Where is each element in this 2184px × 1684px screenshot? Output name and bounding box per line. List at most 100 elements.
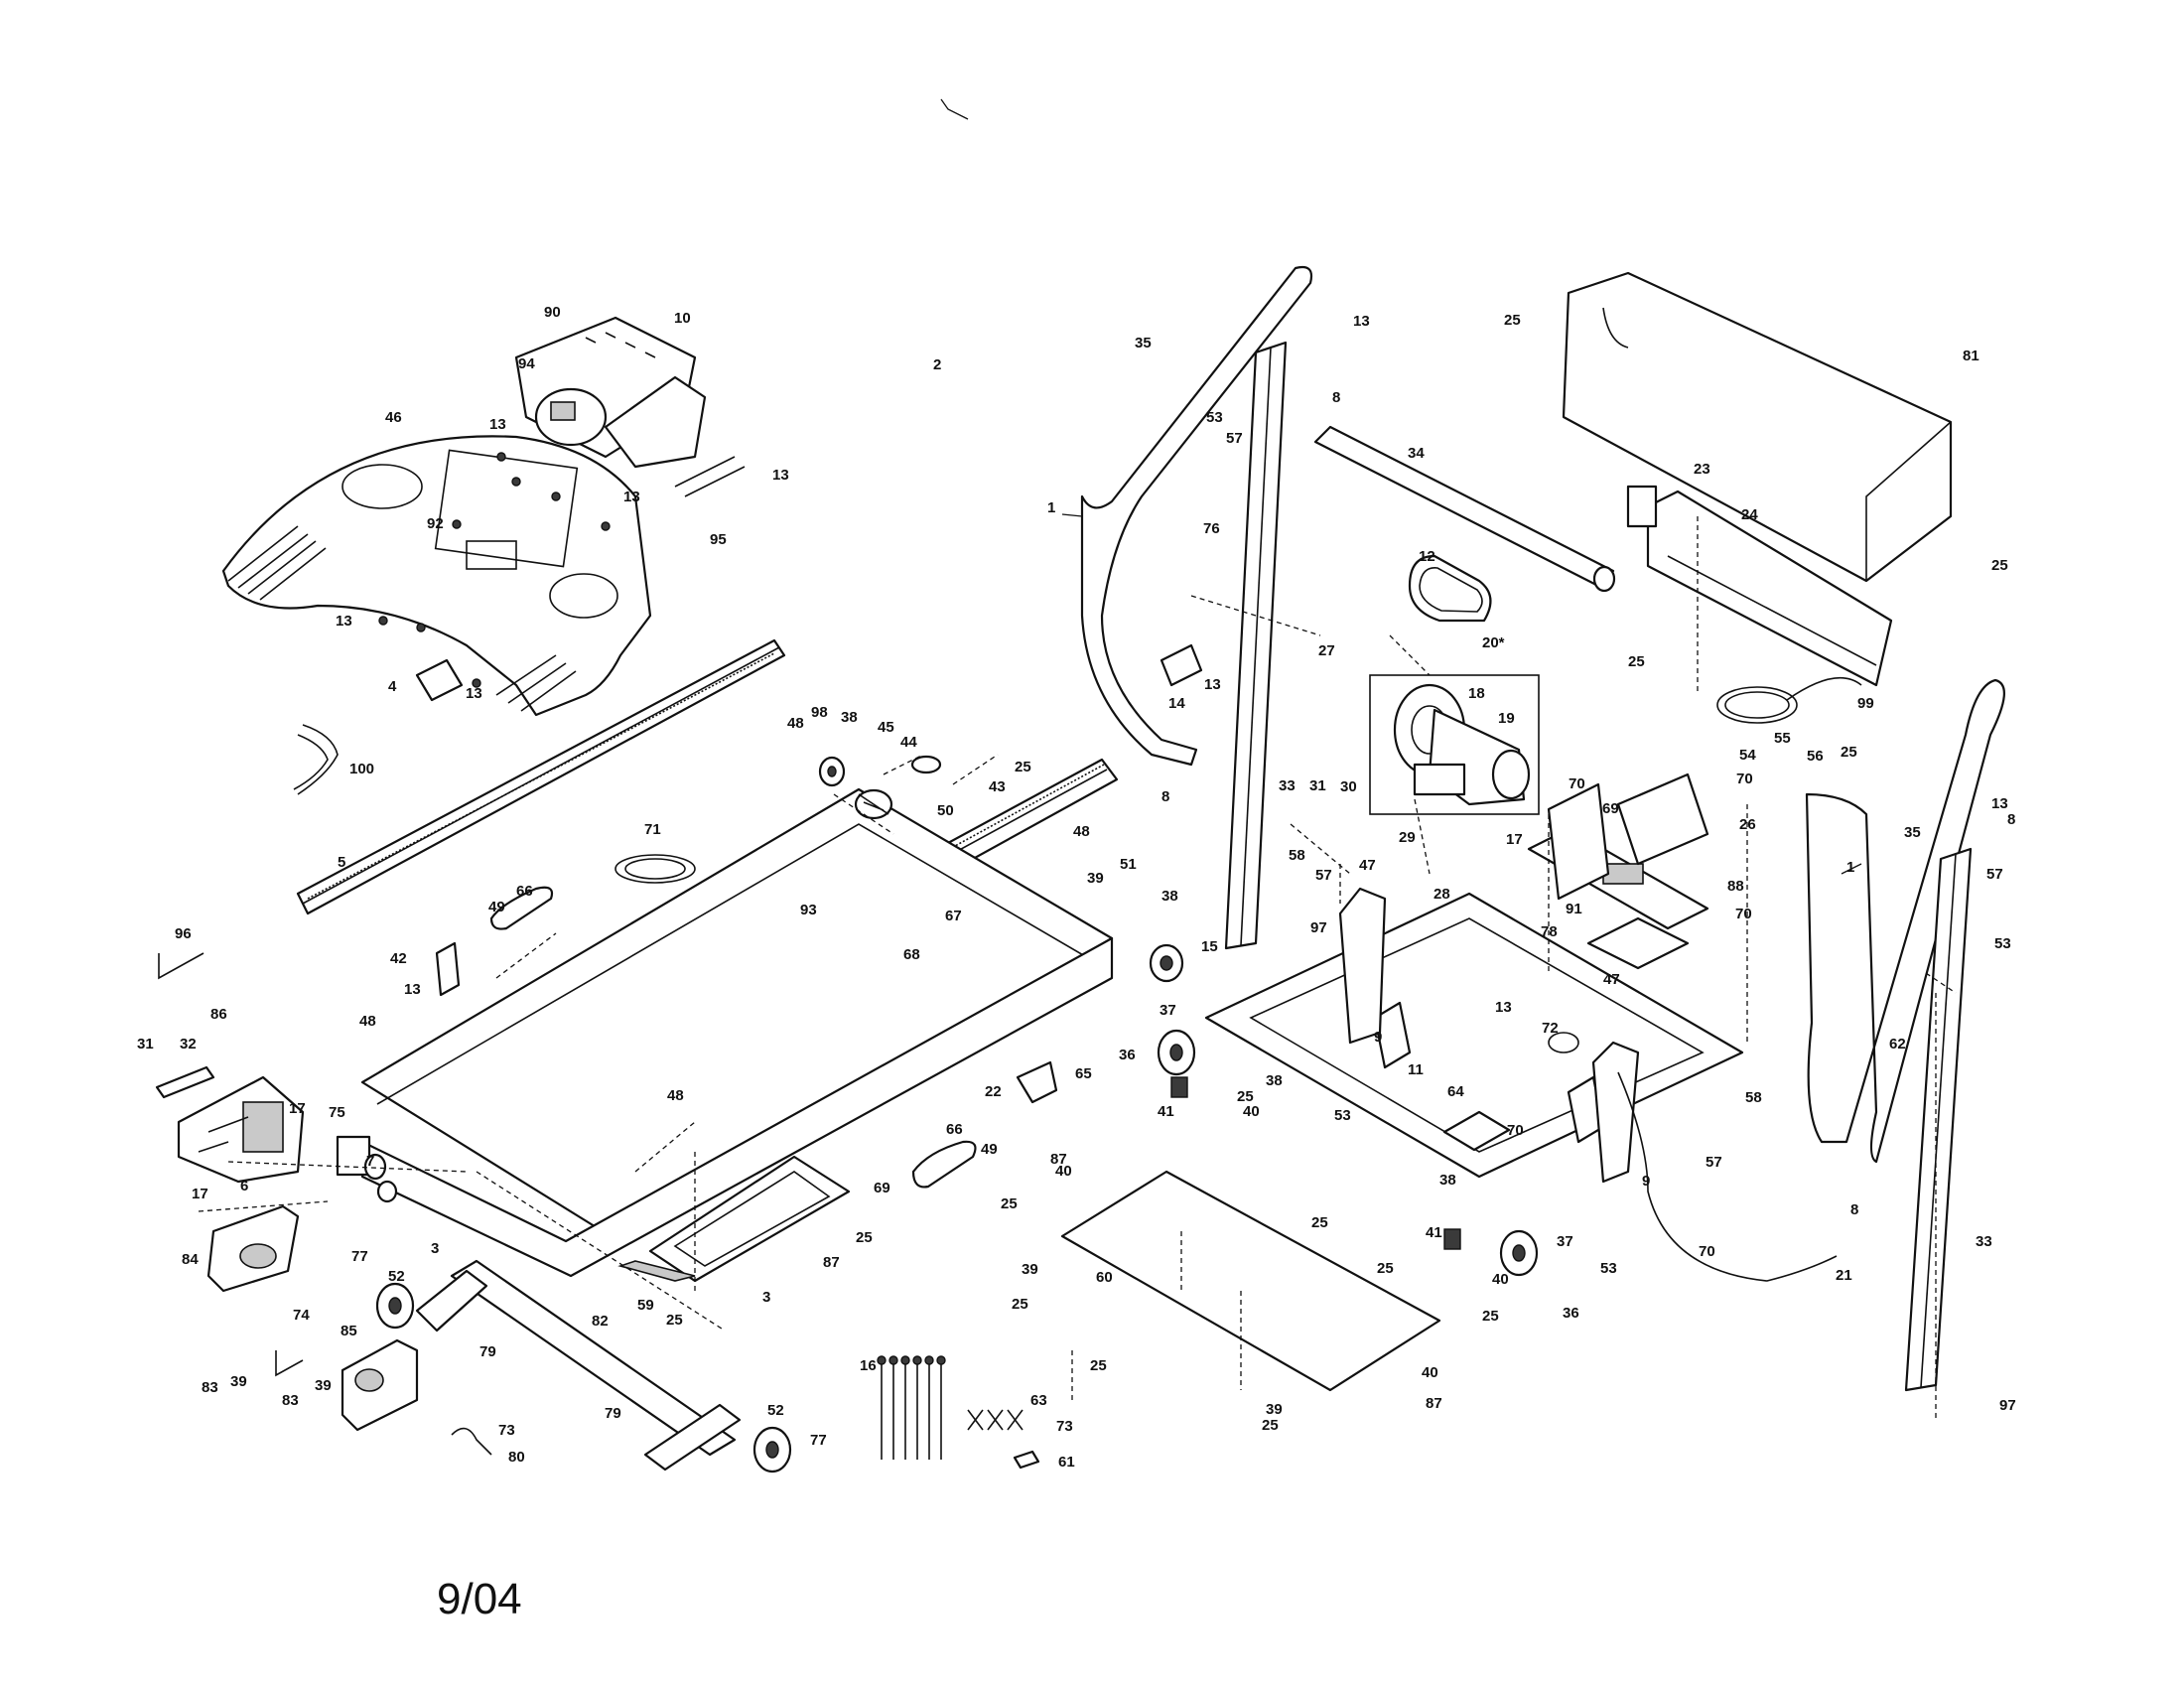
callout-c87b: 87: [823, 1254, 840, 1271]
callout-c80: 80: [508, 1449, 525, 1466]
callout-c57a: 57: [1226, 430, 1243, 447]
callout-c39e: 39: [1266, 1401, 1283, 1418]
callout-c73a: 73: [498, 1422, 515, 1439]
callout-c95: 95: [710, 531, 727, 548]
callout-c24: 24: [1741, 506, 1758, 523]
callout-c31b: 31: [137, 1036, 154, 1052]
callout-c37b: 37: [1557, 1233, 1573, 1250]
callout-c8a: 8: [1161, 788, 1169, 805]
console-cover-10: [604, 375, 707, 469]
callout-c3b: 3: [762, 1289, 770, 1306]
callout-c35a: 35: [1135, 335, 1152, 351]
callout-c87a: 87: [1050, 1151, 1067, 1168]
callout-c91: 91: [1566, 901, 1582, 917]
callout-c93: 93: [800, 902, 817, 918]
callout-c9b: 9: [1642, 1173, 1650, 1190]
callout-c13a: 13: [489, 416, 506, 433]
walking-belt-67: [360, 823, 1114, 1278]
incline-motor-6: [177, 1075, 305, 1184]
callout-c3a: 3: [431, 1240, 439, 1257]
callout-c47b: 47: [1603, 971, 1620, 988]
callout-c18: 18: [1468, 685, 1485, 702]
callout-c70e: 70: [1699, 1243, 1715, 1260]
wheel-37-right: [1499, 1229, 1539, 1277]
frame-82: [415, 1259, 742, 1472]
callout-c39d: 39: [1022, 1261, 1038, 1278]
callout-c13d: 13: [336, 613, 352, 630]
callout-c61: 61: [1058, 1454, 1075, 1471]
callout-c8b: 8: [1332, 389, 1340, 406]
rear-endcap-84: [206, 1204, 300, 1293]
callout-c16: 16: [860, 1357, 877, 1374]
handrail-1-left: [1080, 265, 1313, 767]
callout-c40c: 40: [1492, 1271, 1509, 1288]
callout-c57c: 57: [1986, 866, 2003, 883]
callout-c85: 85: [341, 1323, 357, 1339]
rear-endcap-85: [341, 1338, 419, 1432]
callout-c46: 46: [385, 409, 402, 426]
callout-c25m: 25: [1090, 1357, 1107, 1374]
callout-c29: 29: [1399, 829, 1416, 846]
callout-c25d: 25: [1841, 744, 1857, 761]
callout-c58b: 58: [1745, 1089, 1762, 1106]
callout-c25l: 25: [666, 1312, 683, 1329]
callout-c35b: 35: [1904, 824, 1921, 841]
callout-c84: 84: [182, 1251, 199, 1268]
cable-100: [293, 724, 339, 795]
callout-c44: 44: [900, 734, 917, 751]
callout-c53a: 53: [1206, 409, 1223, 426]
callout-c25o: 25: [1482, 1308, 1499, 1325]
callout-c25n: 25: [1262, 1417, 1279, 1434]
callout-c69a: 69: [1602, 800, 1619, 817]
callout-c1b: 1: [1846, 859, 1854, 876]
callout-c92: 92: [427, 515, 444, 532]
callout-c47a: 47: [1359, 857, 1376, 874]
callout-c9a: 9: [1374, 1029, 1382, 1046]
callout-c66b: 66: [946, 1121, 963, 1138]
foot-rail-59: [617, 1260, 696, 1282]
ring-44: [910, 755, 942, 774]
allen-wrench-74: [275, 1350, 304, 1377]
callout-c67: 67: [945, 908, 962, 924]
callout-c52a: 52: [388, 1268, 405, 1285]
callout-c48b: 48: [1073, 823, 1090, 840]
incline-frame-47-left: [1338, 887, 1387, 1045]
clip-95: [674, 456, 746, 497]
callout-c13e: 13: [466, 685, 482, 702]
board-26: [1616, 772, 1709, 866]
callout-c40d: 40: [1422, 1364, 1438, 1381]
callout-c23: 23: [1694, 461, 1710, 478]
callout-c13b: 13: [623, 489, 640, 505]
callout-c33b: 33: [1976, 1233, 1992, 1250]
motor-19: [1413, 708, 1531, 806]
callout-c65: 65: [1075, 1065, 1092, 1082]
callout-c74: 74: [293, 1307, 310, 1324]
callout-c45: 45: [878, 719, 894, 736]
callout-c48a: 48: [787, 715, 804, 732]
callout-c48d: 48: [667, 1087, 684, 1104]
callout-c57b: 57: [1315, 867, 1332, 884]
callout-c88: 88: [1727, 878, 1744, 895]
wheel-52-right: [752, 1426, 792, 1474]
cable-71: [614, 854, 696, 884]
callout-c72: 72: [1542, 1020, 1559, 1037]
transformer-64: [1442, 1110, 1511, 1152]
callout-c42: 42: [390, 950, 407, 967]
callout-labels: 1 1 2 3 3 4 5 6 7 8 8 8 8 9 9 10 11 12 1…: [137, 304, 2016, 1471]
pad-49-rear: [911, 1140, 977, 1189]
upright-76: [1224, 341, 1288, 950]
callout-c58a: 58: [1289, 847, 1305, 864]
callout-c21: 21: [1836, 1267, 1852, 1284]
callout-c82: 82: [592, 1313, 609, 1330]
callout-c26: 26: [1739, 816, 1756, 833]
callout-c77b: 77: [810, 1432, 827, 1449]
clip-61: [1013, 1450, 1040, 1470]
callout-c53c: 53: [1334, 1107, 1351, 1124]
callout-c2: 2: [933, 356, 941, 373]
handrail-1-right: [1805, 678, 2005, 1164]
callout-c30: 30: [1340, 778, 1357, 795]
callout-c49b: 49: [981, 1141, 998, 1158]
callout-c41a: 41: [1158, 1103, 1174, 1120]
callout-c78: 78: [1541, 923, 1558, 940]
callout-c31a: 31: [1309, 777, 1326, 794]
